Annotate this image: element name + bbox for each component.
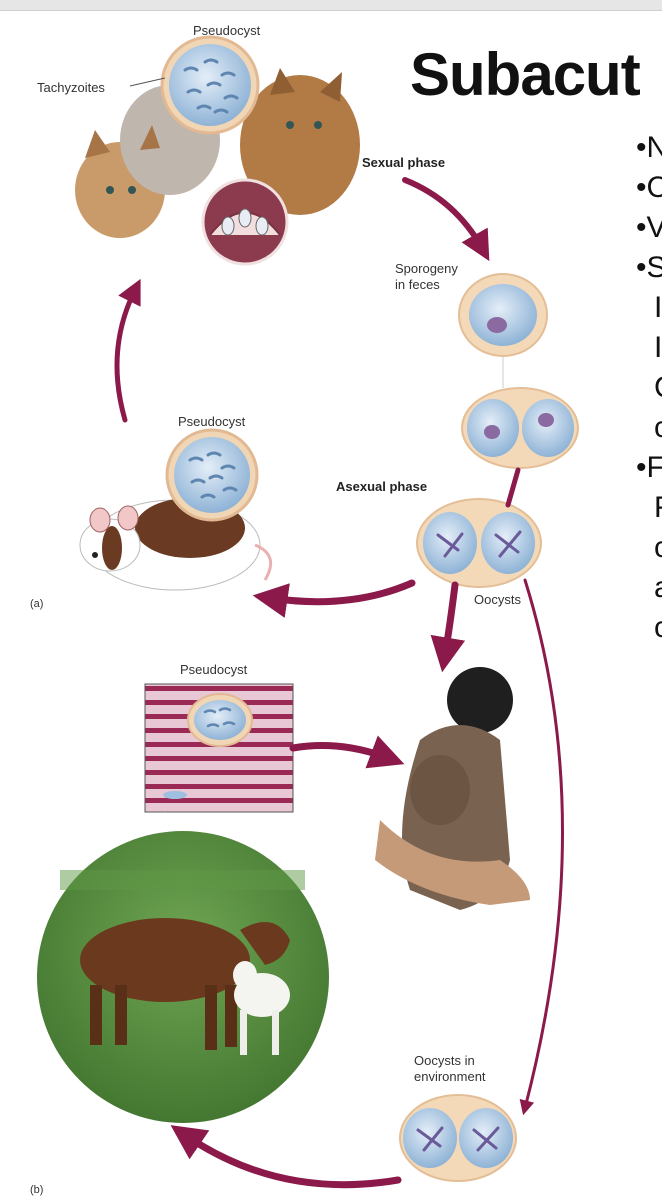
slide-bullet-line: a: [636, 568, 662, 608]
label-panel-b: (b): [30, 1184, 44, 1196]
slide-bullet-line: I: [654, 331, 662, 364]
label-asexual-phase: Asexual phase: [336, 479, 428, 494]
label-sporogeny: Sporogeny in feces: [395, 261, 458, 292]
label-pseudocyst-top: Pseudocyst: [193, 23, 261, 38]
arrow-meat-to-woman: [289, 735, 405, 769]
slide-bullet-line: F: [636, 488, 662, 528]
meat-tissue-pseudocyst: [144, 683, 294, 813]
label-tachyzoites: Tachyzoites: [37, 80, 105, 95]
arrow-cat-to-sporogeny: [402, 177, 490, 262]
arrow-environment-to-cattle: [170, 1125, 402, 1189]
slide-bullet-line: C: [636, 368, 662, 408]
label-oocysts: Oocysts: [474, 592, 521, 607]
pregnant-woman-illustration: [375, 667, 530, 910]
slide-bullet-line: c: [654, 411, 662, 444]
tachyzoites-leader-line: [129, 77, 166, 87]
tachyzoite-pseudocyst-top: [160, 35, 260, 135]
two-sporocyst-oocyst: [461, 387, 579, 469]
slide-bullet-line: I: [654, 291, 662, 324]
environment-oocyst: [399, 1094, 517, 1182]
sporulated-oocyst: [416, 498, 542, 588]
browser-top-bar: [0, 0, 662, 11]
label-panel-a: (a): [30, 598, 44, 610]
slide-bullet-line: •F: [636, 451, 662, 484]
arrow-sporulation: [505, 467, 521, 508]
label-pseudocyst-mouse: Pseudocyst: [178, 414, 246, 429]
slide-title: Subacut: [410, 41, 641, 108]
label-oocysts-environment: Oocysts in environment: [414, 1053, 486, 1084]
slide-bullet-line: c: [654, 531, 662, 564]
intestinal-epithelium-inset: [201, 178, 289, 266]
unsporulated-oocyst: [458, 273, 548, 357]
arrow-mouse-to-cat: [114, 278, 141, 423]
slide-bullet-line: •V: [636, 211, 662, 244]
tachyzoite-pseudocyst-mouse: [165, 428, 259, 522]
mouse-illustration: [79, 498, 273, 591]
slide-bullet-line: •C: [636, 171, 662, 204]
arrow-oocyst-to-woman: [430, 581, 466, 673]
slide-bullet-line: •S: [636, 251, 662, 284]
label-sexual-phase: Sexual phase: [362, 155, 446, 170]
slide-bullet-line: c: [654, 611, 662, 644]
cattle-pasture-illustration: [37, 831, 329, 1123]
label-pseudocyst-meat: Pseudocyst: [180, 662, 248, 677]
slide-bullet-list: •N•C•V•SIICc•FFcac: [636, 128, 662, 648]
arrow-oocyst-to-mouse: [252, 579, 416, 618]
life-cycle-arrows: [114, 177, 564, 1189]
slide-bullet-line: •N: [636, 131, 662, 164]
arrow-oocyst-to-environment: [519, 578, 564, 1116]
